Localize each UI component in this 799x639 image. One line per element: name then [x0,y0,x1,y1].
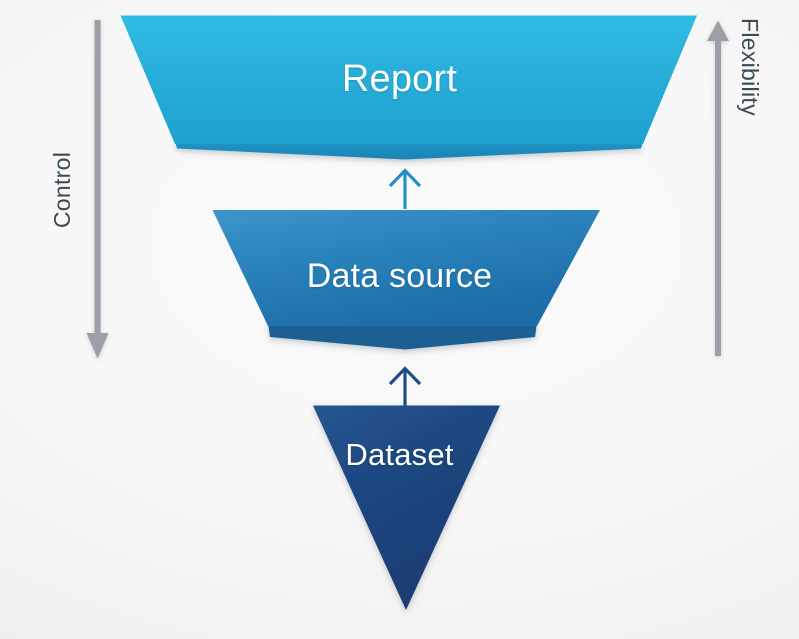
stage-shape-report[interactable] [120,15,698,160]
stage-shape-dataset[interactable] [313,405,500,611]
data-source-bevel [268,323,537,350]
report-bevel [175,141,643,160]
report-face [120,15,697,144]
connector-dataset-to-data-source [388,366,422,406]
stage-shape-data-source[interactable] [212,210,601,350]
data-source-face [212,210,600,326]
axis-arrow-flexibility [707,20,729,356]
dataset-face [313,405,500,610]
connector-data-source-to-report [388,168,422,209]
axis-arrow-control [86,20,109,359]
